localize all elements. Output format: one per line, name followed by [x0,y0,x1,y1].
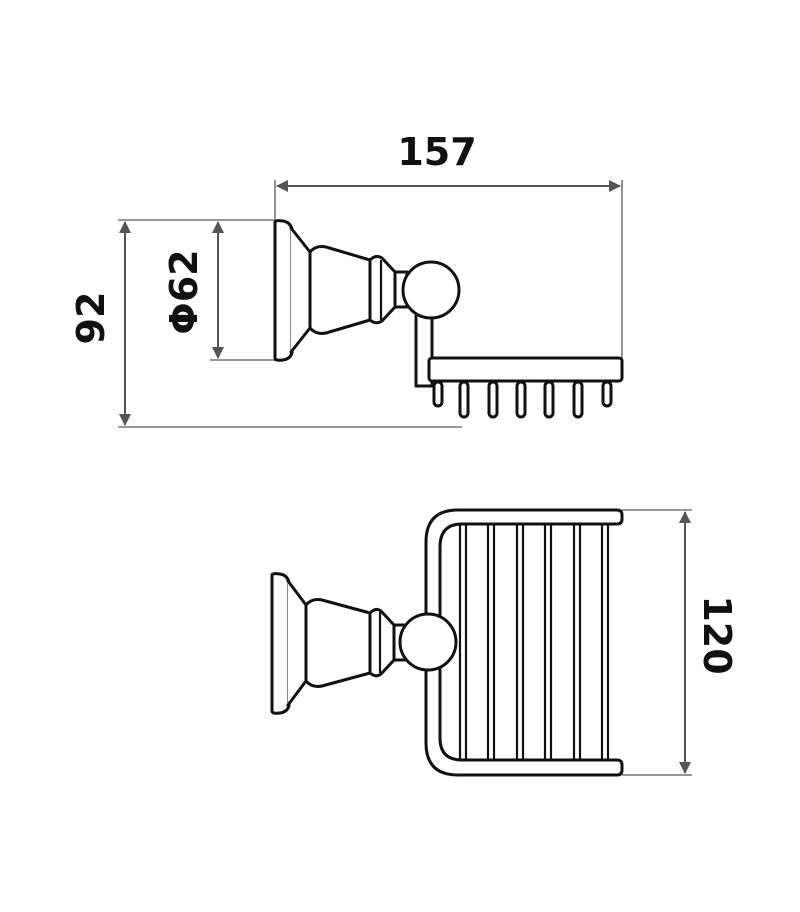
flange [286,579,308,707]
height-dimension-label: 92 [69,292,113,345]
width-dimension-label: 157 [397,130,476,174]
wall-plate [273,219,294,362]
basket-frame [424,508,624,777]
bracket-ball [401,260,461,320]
top-view: 120 [270,508,739,777]
depth-dimension-label: 120 [695,595,739,674]
side-view: 157 92 Φ62 [69,130,624,428]
bracket-body [304,598,372,688]
bracket-ball [398,612,458,672]
basket-pins [432,380,613,419]
basket-tray [427,356,624,383]
diameter-dimension-label: Φ62 [162,249,206,334]
basket-bars [458,524,610,760]
bracket-body [308,245,372,335]
bracket-collar [368,254,397,325]
bracket-collar [368,607,396,678]
flange [289,226,312,354]
wall-plate [270,572,291,715]
